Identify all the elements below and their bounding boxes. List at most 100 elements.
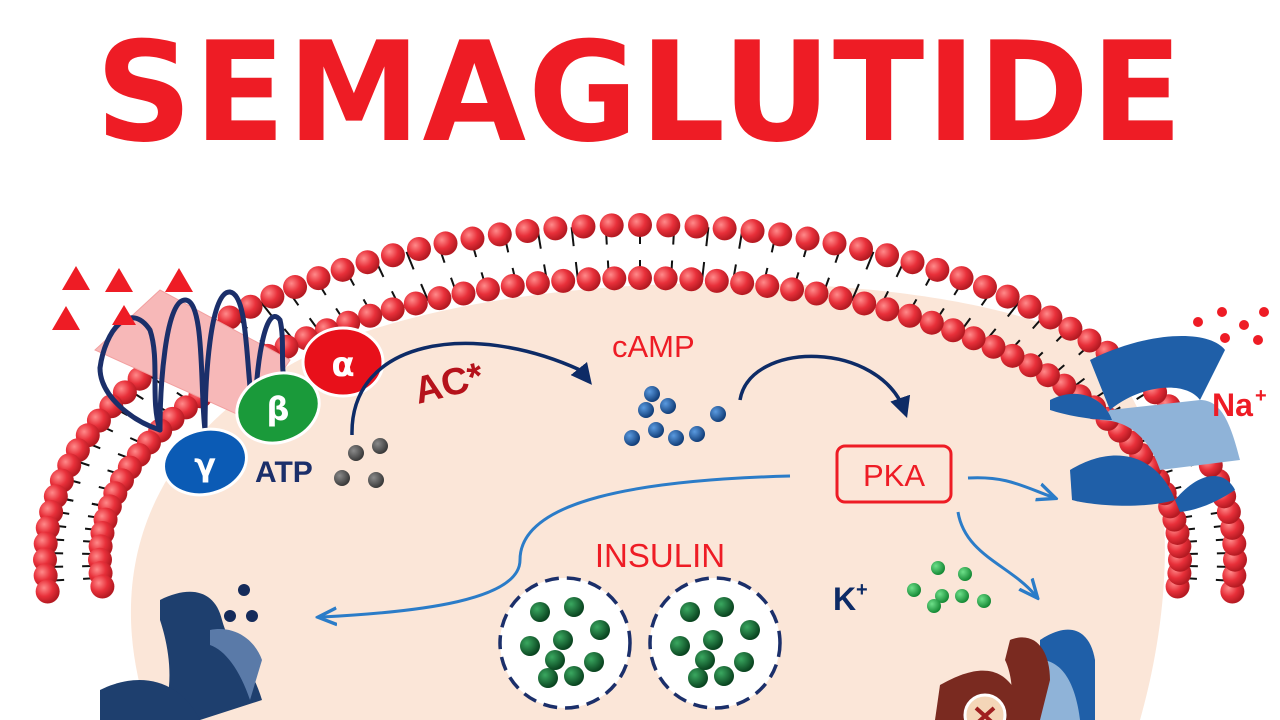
lipid-head xyxy=(403,291,428,316)
lipid-head xyxy=(925,257,950,282)
lipid-head xyxy=(515,219,540,244)
lipid-tail xyxy=(1007,301,1021,318)
lipid-head xyxy=(217,305,242,330)
lipid-tail xyxy=(570,227,575,247)
k-superscript: + xyxy=(856,579,868,601)
sodium-dots xyxy=(1193,307,1269,345)
lipid-tail xyxy=(405,251,415,270)
lipid-tail xyxy=(705,227,710,247)
lipid-head xyxy=(684,214,709,239)
alpha-label: α xyxy=(331,345,354,385)
lipid-head xyxy=(1017,294,1042,319)
lipid-head xyxy=(780,277,805,302)
g-alpha-subunit xyxy=(301,326,385,398)
lipid-head xyxy=(90,574,115,599)
lipid-head xyxy=(704,268,729,293)
lipid-head xyxy=(283,275,308,300)
lipid-head xyxy=(941,318,966,343)
lipid-head xyxy=(1077,328,1102,353)
lipid-head xyxy=(551,268,576,293)
lipid-head xyxy=(571,214,596,239)
beta-label: β xyxy=(267,390,290,428)
calcium-channel-icon xyxy=(100,591,262,720)
lipid-tail xyxy=(850,283,860,302)
lipid-head xyxy=(768,222,793,247)
lipid-head xyxy=(795,226,820,251)
lipid-head xyxy=(380,243,405,268)
lipid-head xyxy=(679,267,704,292)
pka-to-na-channel-arrow xyxy=(967,476,1052,497)
lipid-head xyxy=(599,213,624,238)
lipid-head xyxy=(628,266,652,290)
lipid-tail xyxy=(420,283,430,302)
calcium-dots xyxy=(224,584,258,622)
lipid-head xyxy=(961,326,986,351)
lipid-head xyxy=(406,236,431,261)
lipid-head xyxy=(451,281,476,306)
glp1-receptor-icon xyxy=(94,289,291,433)
atp-label: ATP xyxy=(255,456,313,489)
lipid-head xyxy=(919,310,944,335)
lipid-head xyxy=(740,219,765,244)
lipid-head xyxy=(656,213,681,238)
g-gamma-subunit xyxy=(162,427,248,497)
lipid-head xyxy=(1000,343,1025,368)
lipid-head xyxy=(755,273,780,298)
lipid-head xyxy=(355,250,380,275)
lipid-head xyxy=(260,284,285,309)
potassium-channel-icon xyxy=(935,629,1095,720)
lipid-head xyxy=(525,271,550,296)
lipid-head xyxy=(380,297,405,322)
camp-to-pka-arrow xyxy=(738,354,911,418)
na-superscript: + xyxy=(1255,385,1267,407)
lipid-head xyxy=(330,257,355,282)
pka-to-ca-channel-arrow xyxy=(322,474,791,617)
insulin-label: INSULIN xyxy=(595,537,725,574)
lipid-head xyxy=(35,579,60,604)
na-label: Na xyxy=(1212,387,1253,423)
pka-to-k-channel-arrow xyxy=(956,511,1035,595)
lipid-head xyxy=(875,243,900,268)
gamma-label: γ xyxy=(194,446,216,484)
lipid-head xyxy=(433,231,458,256)
k-label: K xyxy=(833,581,856,617)
potassium-dots xyxy=(907,561,991,613)
camp-label: cAMP xyxy=(612,329,695,364)
semaglutide-molecules-icon xyxy=(52,266,193,330)
page-title: SEMAGLUTIDE xyxy=(95,12,1185,173)
g-beta-subunit xyxy=(235,371,321,445)
lipid-head xyxy=(730,271,755,296)
g-protein: α β γ xyxy=(162,326,385,497)
lipid-head xyxy=(972,275,997,300)
lipid-head xyxy=(1038,305,1063,330)
lipid-head xyxy=(475,277,500,302)
lipid-head xyxy=(576,267,601,292)
lipid-head xyxy=(804,281,829,306)
atp-dots xyxy=(334,438,388,488)
camp-dots xyxy=(624,386,726,446)
lipid-head xyxy=(1018,353,1043,378)
ac-arrow xyxy=(350,341,592,436)
lipid-head xyxy=(628,213,652,237)
insulin-vesicle-right xyxy=(648,576,782,710)
lipid-head xyxy=(900,250,925,275)
lipid-head xyxy=(949,266,974,291)
lipid-head xyxy=(1058,316,1083,341)
lipid-head xyxy=(849,236,874,261)
lipid-head xyxy=(487,222,512,247)
lipid-head xyxy=(306,266,331,291)
lipid-head xyxy=(602,266,627,291)
insulin-vesicle-left xyxy=(498,576,632,710)
lipid-head xyxy=(543,216,568,241)
pka-label: PKA xyxy=(863,458,925,493)
lipid-head xyxy=(822,231,847,256)
sodium-channel-icon xyxy=(1050,336,1240,512)
lipid-head xyxy=(828,286,853,311)
lipid-head xyxy=(460,226,485,251)
lipid-head xyxy=(995,284,1020,309)
lipid-head xyxy=(981,334,1006,359)
lipid-head xyxy=(712,216,737,241)
lipid-head xyxy=(500,273,525,298)
lipid-head xyxy=(897,303,922,328)
